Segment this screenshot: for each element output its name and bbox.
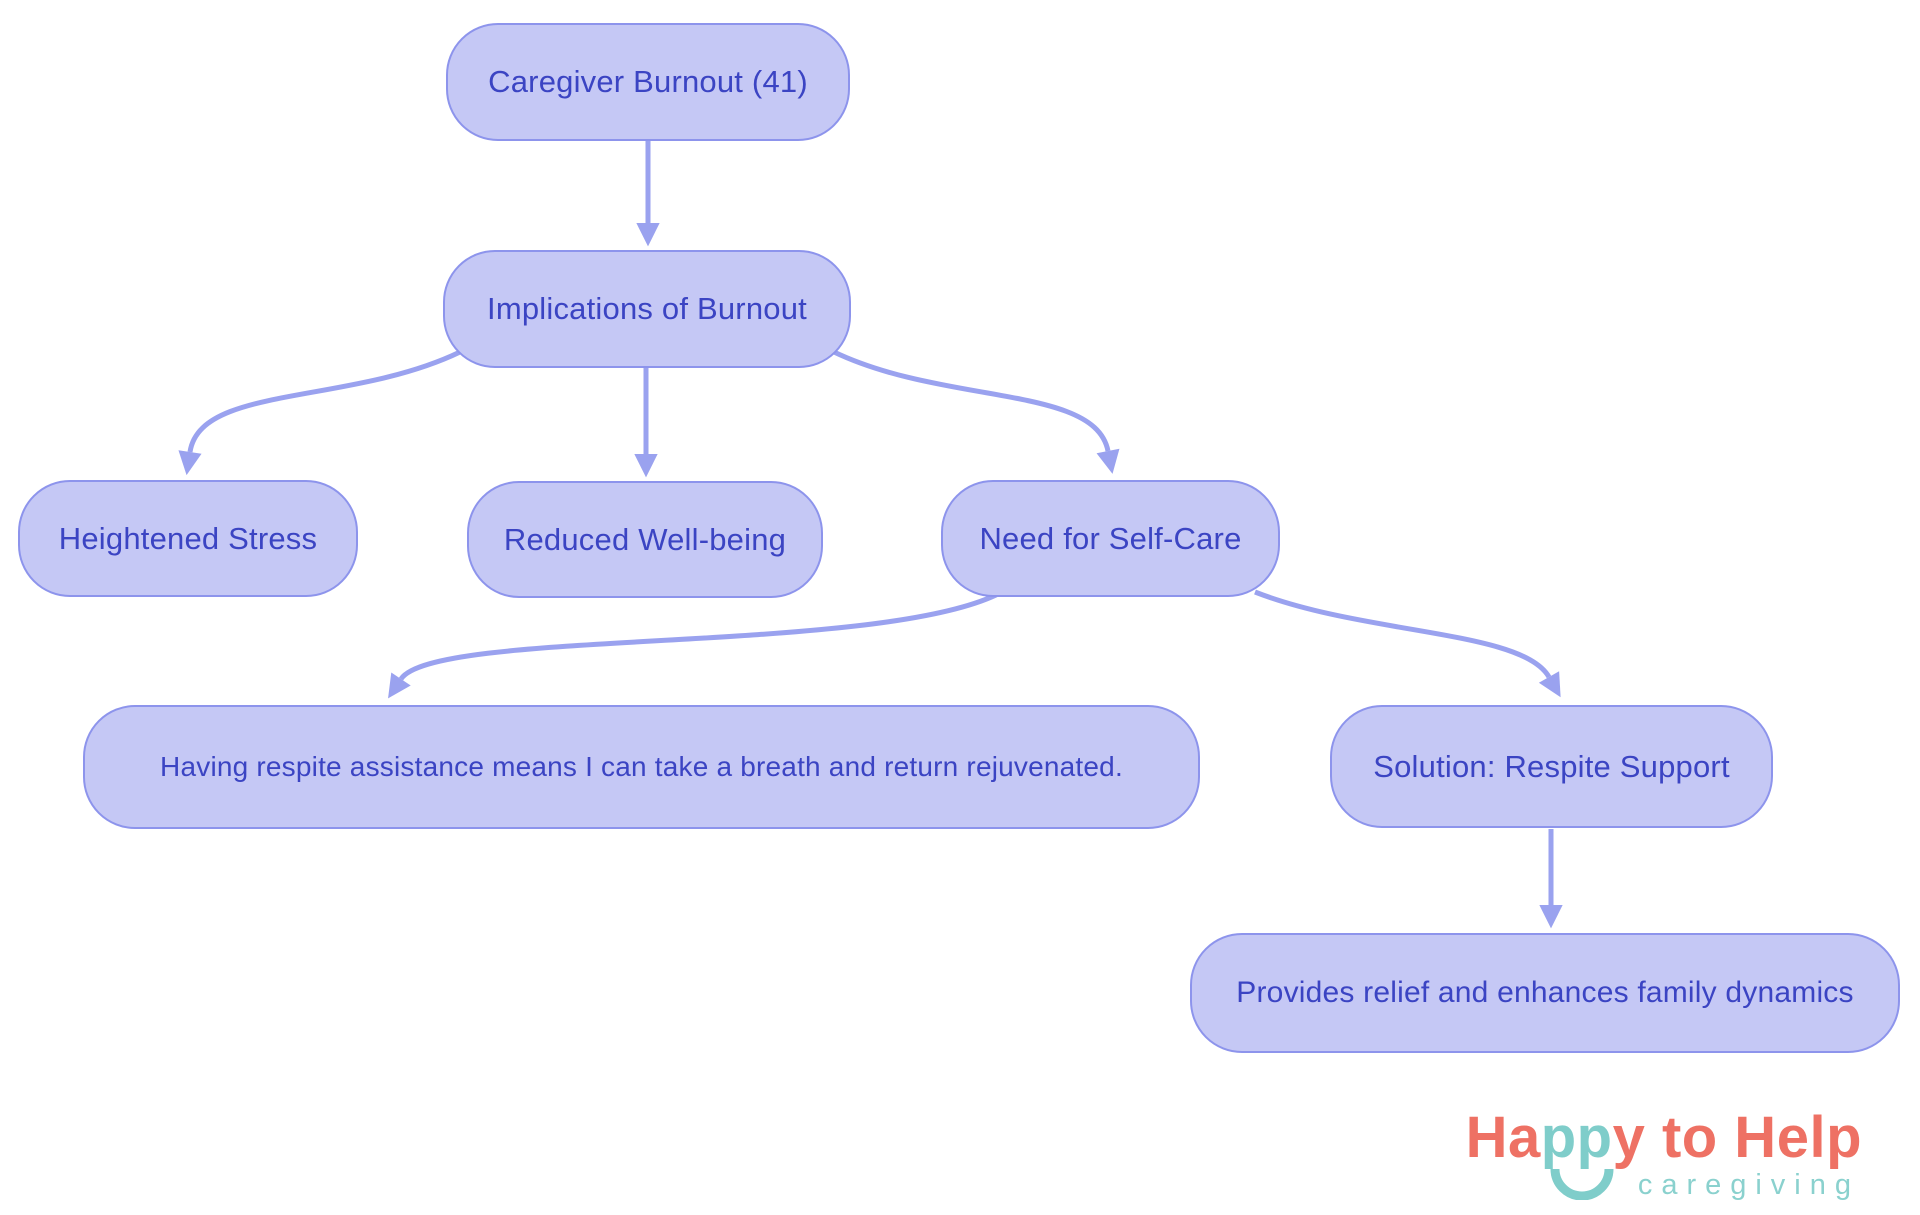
node-heightened-stress: Heightened Stress bbox=[18, 480, 358, 597]
node-need-for-self-care: Need for Self-Care bbox=[941, 480, 1280, 597]
node-caregiver-burnout: Caregiver Burnout (41) bbox=[446, 23, 850, 141]
node-reduced-well-being: Reduced Well-being bbox=[467, 481, 823, 598]
node-respite-quote: Having respite assistance means I can ta… bbox=[83, 705, 1200, 829]
edge-implications-to-stress bbox=[178, 349, 462, 476]
logo-text-pp: pp bbox=[1540, 1105, 1613, 1170]
smile-icon bbox=[1550, 1168, 1614, 1200]
logo-text-ha: Ha bbox=[1465, 1105, 1541, 1170]
logo-wordmark: Happy to Help bbox=[1465, 1103, 1862, 1200]
logo-tagline: caregiving bbox=[1637, 1169, 1860, 1201]
edge-selfcare-to-solution bbox=[1254, 589, 1561, 698]
node-solution-respite-support: Solution: Respite Support bbox=[1330, 705, 1773, 828]
node-implications-of-burnout: Implications of Burnout bbox=[443, 250, 851, 368]
edge-implications-to-selfcare bbox=[832, 349, 1120, 474]
edge-selfcare-to-quote bbox=[387, 590, 1002, 699]
node-provides-relief: Provides relief and enhances family dyna… bbox=[1190, 933, 1900, 1053]
happy-to-help-logo: Happy to Help caregiving bbox=[1466, 1103, 1862, 1202]
logo-text-y-to-help: y to Help bbox=[1612, 1105, 1862, 1170]
